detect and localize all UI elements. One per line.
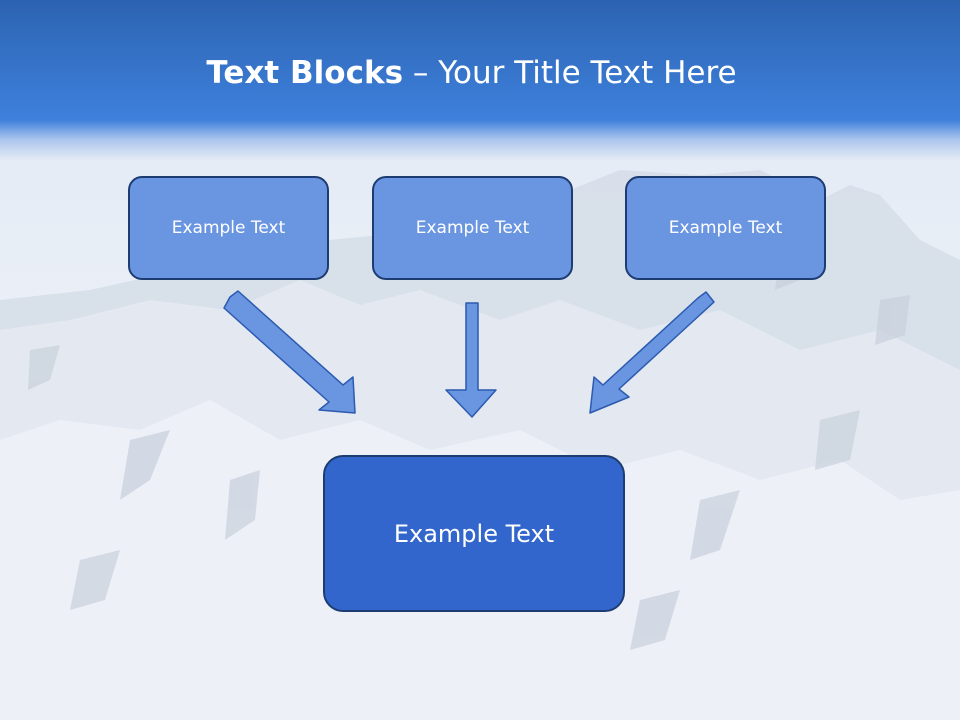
text-block-3-label: Example Text bbox=[668, 218, 783, 238]
title-dash: – bbox=[403, 55, 439, 91]
text-block-2[interactable]: Example Text bbox=[372, 176, 573, 280]
arrow-diagonal-right bbox=[223, 290, 356, 414]
slide-title: Text Blocks – Your Title Text Here bbox=[0, 55, 943, 91]
text-block-1-label: Example Text bbox=[171, 218, 286, 238]
main-text-block-label: Example Text bbox=[393, 519, 555, 548]
text-block-3[interactable]: Example Text bbox=[625, 176, 826, 280]
arrow-diagonal-left bbox=[589, 291, 715, 414]
title-rest: Your Title Text Here bbox=[438, 55, 737, 91]
main-text-block[interactable]: Example Text bbox=[323, 455, 625, 612]
arrow-down bbox=[445, 302, 497, 418]
text-block-2-label: Example Text bbox=[415, 218, 530, 238]
title-bold: Text Blocks bbox=[206, 55, 404, 91]
title-banner bbox=[0, 0, 960, 160]
text-block-1[interactable]: Example Text bbox=[128, 176, 329, 280]
